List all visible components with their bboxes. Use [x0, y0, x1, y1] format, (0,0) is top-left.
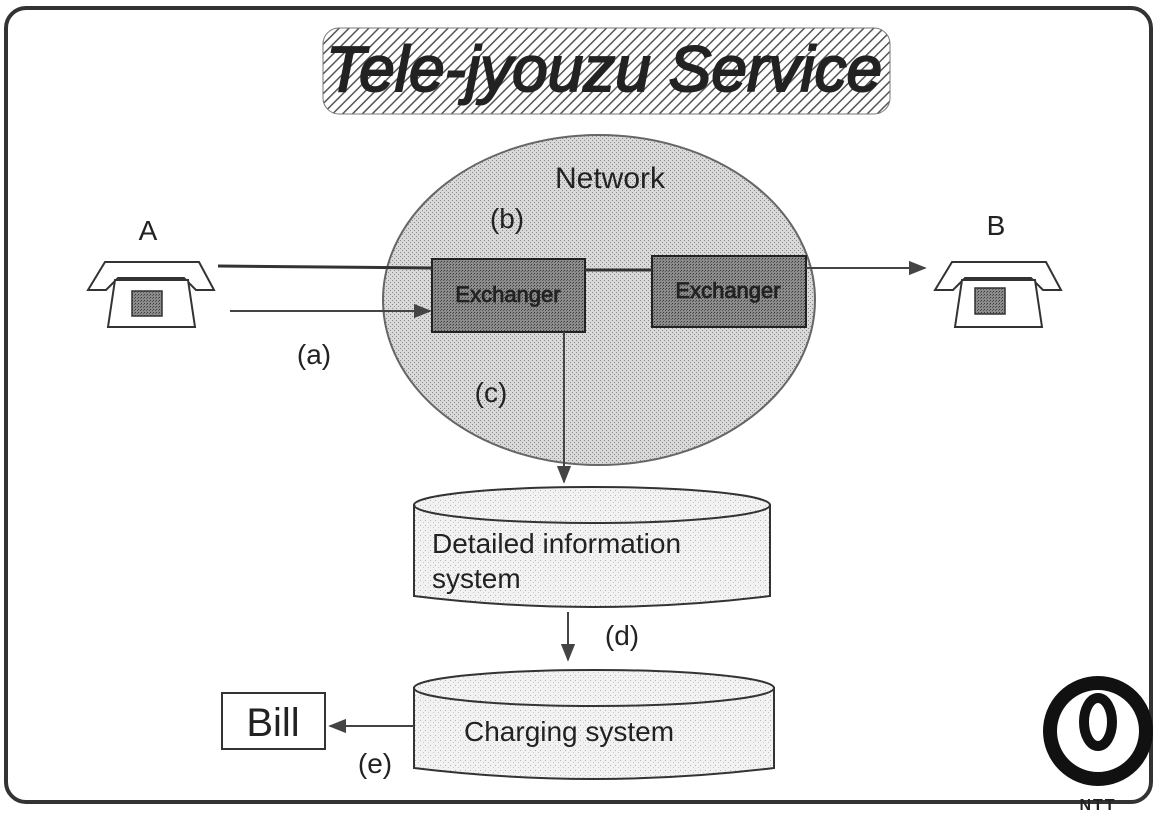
exchanger-1-box — [431, 258, 586, 333]
detailed-information-system: Detailed information system — [413, 486, 771, 608]
step-b-label: (b) — [490, 203, 524, 234]
network-cloud — [382, 134, 816, 466]
title-banner-background — [322, 27, 891, 115]
network-label: Network — [555, 162, 666, 195]
exchanger-1-label: Exchanger — [455, 282, 560, 307]
step-c-label: (c) — [475, 377, 508, 408]
bill: Bill — [221, 692, 326, 750]
phone-a-label: A — [139, 215, 158, 246]
charging-system-label: Charging system — [464, 716, 674, 747]
phone-b-label: B — [987, 210, 1006, 241]
exchanger-2-label: Exchanger — [675, 278, 780, 303]
step-d-label: (d) — [605, 620, 639, 651]
ntt-logo: NTT — [1043, 676, 1153, 814]
step-a-label: (a) — [297, 339, 331, 370]
detail-system-line2: system — [432, 563, 521, 594]
step-e-label: (e) — [358, 748, 392, 779]
detail-system-line1: Detailed information — [432, 528, 681, 559]
bill-box — [221, 692, 326, 750]
line-a-to-exchanger — [217, 264, 433, 270]
title-banner: Tele-jyouzu Service — [322, 27, 891, 115]
page-title: Tele-jyouzu Service — [326, 33, 882, 105]
phone-a-icon — [86, 261, 216, 328]
exchanger-2: Exchanger — [651, 255, 807, 328]
ntt-logo-text: NTT — [1079, 797, 1116, 814]
charging-system: Charging system — [413, 669, 775, 780]
phone-b-icon — [933, 261, 1063, 328]
exchanger-1: Exchanger — [431, 258, 586, 333]
exchanger-2-box — [651, 255, 807, 328]
bill-label: Bill — [246, 701, 299, 745]
